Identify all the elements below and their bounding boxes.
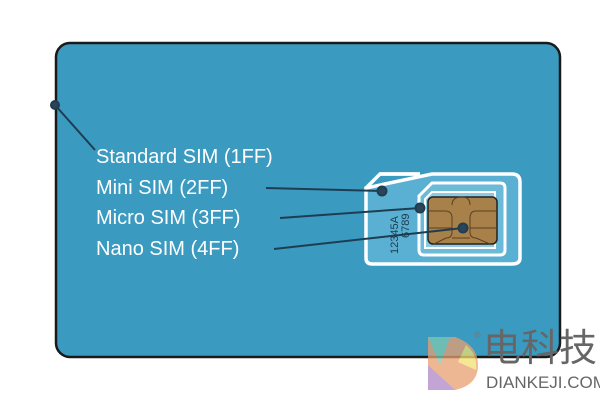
watermark-registered: ® — [474, 330, 481, 340]
label-mini-sim: Mini SIM (2FF) — [96, 177, 229, 199]
watermark-logo — [428, 337, 478, 390]
mini-sim-outline-top — [364, 172, 420, 190]
label-micro-sim: Micro SIM (3FF) — [96, 207, 241, 229]
sim-chip — [427, 196, 498, 245]
label-nano-sim: Nano SIM (4FF) — [96, 238, 240, 260]
sim-serial-line2: 6789 — [400, 214, 412, 238]
chip-contacts — [428, 196, 497, 245]
sim-serial: 12345A 6789 — [389, 214, 412, 254]
label-standard-sim: Standard SIM (1FF) — [96, 146, 273, 168]
standard-sim-card — [54, 41, 562, 359]
leader-lines — [50, 100, 469, 250]
watermark-cn: 电科技 — [483, 328, 598, 370]
watermark-en: DIANKEJI.COM — [486, 373, 600, 392]
sim-serial-line1: 12345A — [389, 215, 401, 254]
